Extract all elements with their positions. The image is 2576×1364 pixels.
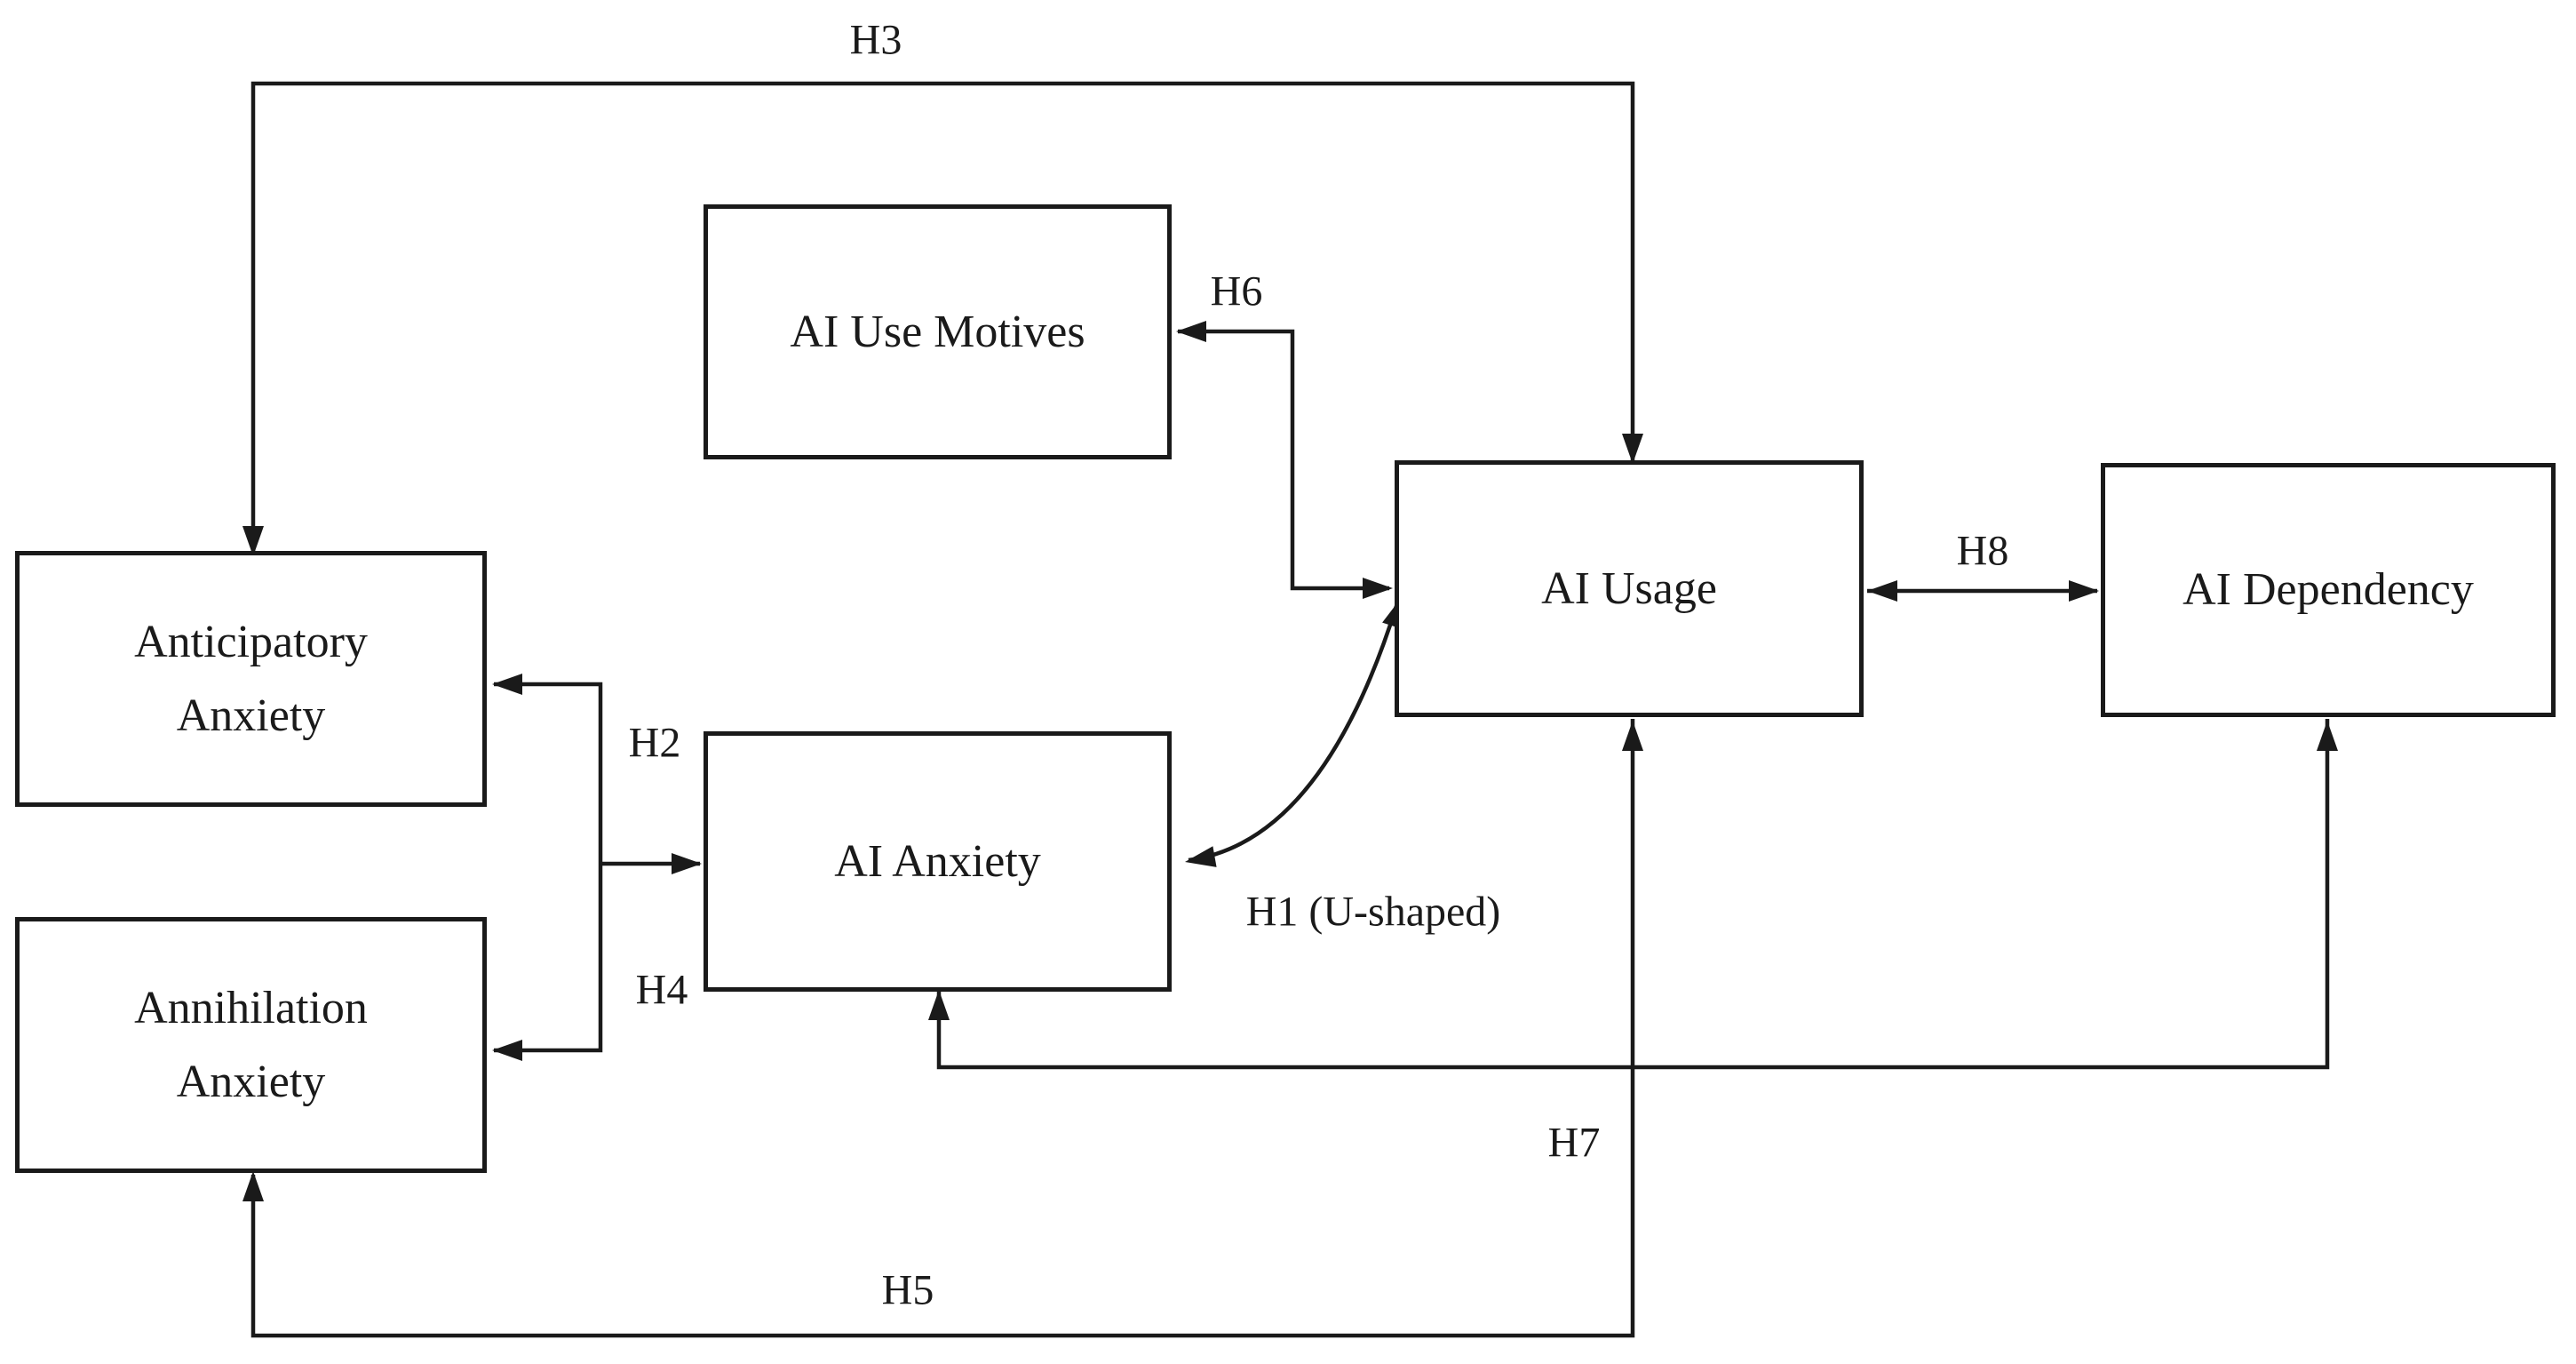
h6-connector <box>1178 329 1389 591</box>
h5-connector <box>250 719 1635 1338</box>
arrow-h8 <box>1867 580 2099 602</box>
h2-h4-bracket-connector <box>494 682 603 1053</box>
label-h8: H8 <box>1956 527 2009 575</box>
h5-arrowhead-into-annihilation-anxiety <box>242 1171 264 1201</box>
arrow-h6 <box>1176 321 1393 599</box>
box-ai-anxiety: AI Anxiety <box>704 731 1172 992</box>
h1-curve-connector <box>1188 605 1399 863</box>
h8-arrowhead-into-ai-dependency <box>2069 580 2099 602</box>
arrow-h5 <box>242 719 1643 1338</box>
label-h3: H3 <box>849 16 902 64</box>
box-anticipatory-anxiety-label-line1: Anticipatory <box>134 616 368 667</box>
arrowhead-into-ai-anxiety-left <box>672 853 702 874</box>
arrow-h2-h4-bracket <box>492 674 702 1061</box>
h7-connector <box>936 719 2330 1070</box>
h3-connector <box>250 81 1635 554</box>
box-ai-dependency-label: AI Dependency <box>2182 564 2474 616</box>
label-h5: H5 <box>881 1266 934 1314</box>
label-h2: H2 <box>628 719 681 767</box>
box-annihilation-anxiety-label-line2: Anxiety <box>176 1057 326 1107</box>
box-ai-use-motives: AI Use Motives <box>704 204 1172 459</box>
box-ai-anxiety-label: AI Anxiety <box>834 835 1041 887</box>
h5-arrowhead-into-ai-usage <box>1622 721 1643 751</box>
label-h1-u-shaped: H1 (U-shaped) <box>1245 888 1501 936</box>
h8-arrowhead-into-ai-usage <box>1867 580 1897 602</box>
box-annihilation-anxiety: Annihilation Anxiety <box>15 917 487 1173</box>
h4-arrowhead-into-annihilation-anxiety <box>492 1040 522 1061</box>
label-h6: H6 <box>1210 267 1263 315</box>
box-anticipatory-anxiety-label-line2: Anxiety <box>176 690 326 741</box>
label-h7: H7 <box>1547 1119 1601 1167</box>
box-ai-usage: AI Usage <box>1395 460 1864 717</box>
box-ai-dependency: AI Dependency <box>2101 463 2556 717</box>
box-ai-usage-label: AI Usage <box>1541 562 1717 614</box>
box-annihilation-anxiety-label-line1: Annihilation <box>134 982 368 1033</box>
arrow-h1 <box>1185 597 1403 867</box>
box-anticipatory-anxiety: Anticipatory Anxiety <box>15 551 487 807</box>
h3-arrowhead-into-anticipatory-anxiety <box>242 526 264 556</box>
h6-arrowhead-into-ai-use-motives <box>1176 321 1206 342</box>
h1-arrowhead-into-ai-anxiety <box>1185 846 1217 867</box>
box-ai-use-motives-label: AI Use Motives <box>790 306 1085 357</box>
arrow-h7 <box>928 719 2338 1070</box>
h7-arrowhead-into-ai-dependency <box>2317 721 2338 751</box>
label-h4: H4 <box>635 966 688 1014</box>
h7-arrowhead-into-ai-anxiety <box>928 990 950 1020</box>
h3-arrowhead-into-ai-usage <box>1622 434 1643 464</box>
h6-arrowhead-into-ai-usage <box>1363 578 1393 599</box>
arrow-h3 <box>242 81 1643 556</box>
h2-arrowhead-into-anticipatory-anxiety <box>492 674 522 695</box>
